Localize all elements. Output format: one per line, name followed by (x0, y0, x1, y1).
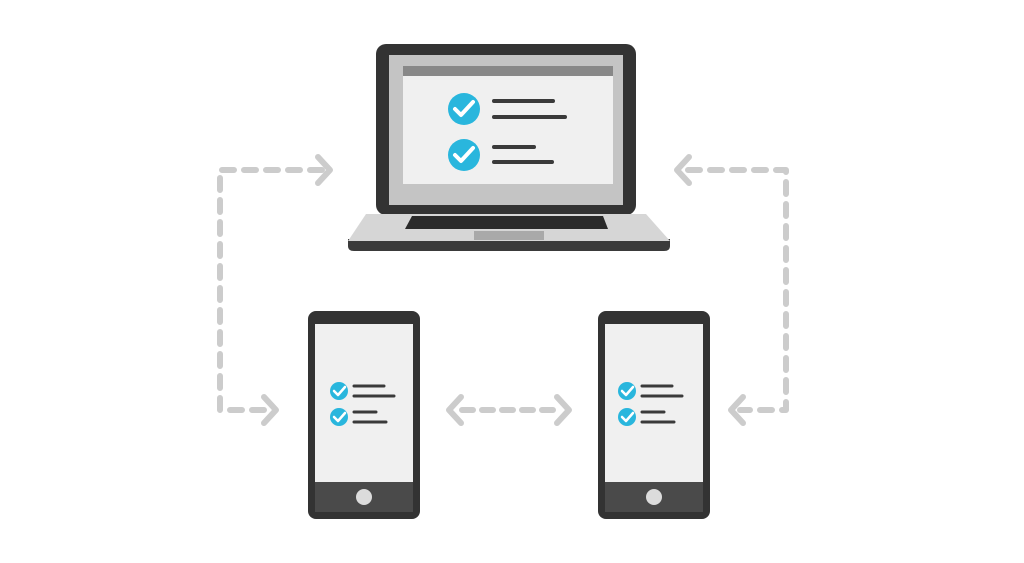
check-icon (618, 382, 636, 400)
arrowhead-left-icon (728, 394, 746, 426)
connector-right-phone-to-laptop (674, 154, 789, 426)
phone-task-row (330, 408, 388, 426)
phone-screen (605, 324, 703, 482)
laptop (348, 44, 670, 251)
laptop-task-row (448, 139, 554, 171)
home-button-icon (356, 489, 372, 505)
arrowhead-right-icon (315, 154, 333, 186)
phone-screen (315, 324, 413, 482)
dashed-connector (685, 167, 789, 413)
check-icon (330, 382, 348, 400)
arrowhead-right-icon (261, 394, 279, 426)
checkmark-glyph (620, 385, 635, 397)
connector-left-phone-to-laptop (217, 154, 333, 426)
laptop-task-row (448, 93, 567, 125)
connector-phone-to-phone (446, 394, 572, 426)
arrowhead-right-icon (554, 394, 572, 426)
phone-left (308, 311, 420, 519)
phone-task-row (330, 382, 396, 400)
check-icon (618, 408, 636, 426)
arrowhead-left-icon (674, 154, 692, 186)
laptop-keyboard (405, 216, 608, 229)
phone-task-row (618, 382, 684, 400)
laptop-title-bar (403, 66, 613, 76)
check-icon (330, 408, 348, 426)
laptop-trackpad (474, 231, 544, 240)
phone-right (598, 311, 710, 519)
checkmark-glyph (332, 385, 347, 397)
arrowhead-left-icon (446, 394, 464, 426)
checkmark-glyph (332, 411, 347, 423)
checkmark-glyph (620, 411, 635, 423)
home-button-icon (646, 489, 662, 505)
dashed-connector (217, 167, 325, 413)
laptop-base-shadow (348, 239, 670, 251)
phone-task-row (618, 408, 676, 426)
laptop-screen (403, 66, 613, 184)
checkmark-glyph (453, 100, 475, 117)
checkmark-glyph (453, 146, 475, 163)
